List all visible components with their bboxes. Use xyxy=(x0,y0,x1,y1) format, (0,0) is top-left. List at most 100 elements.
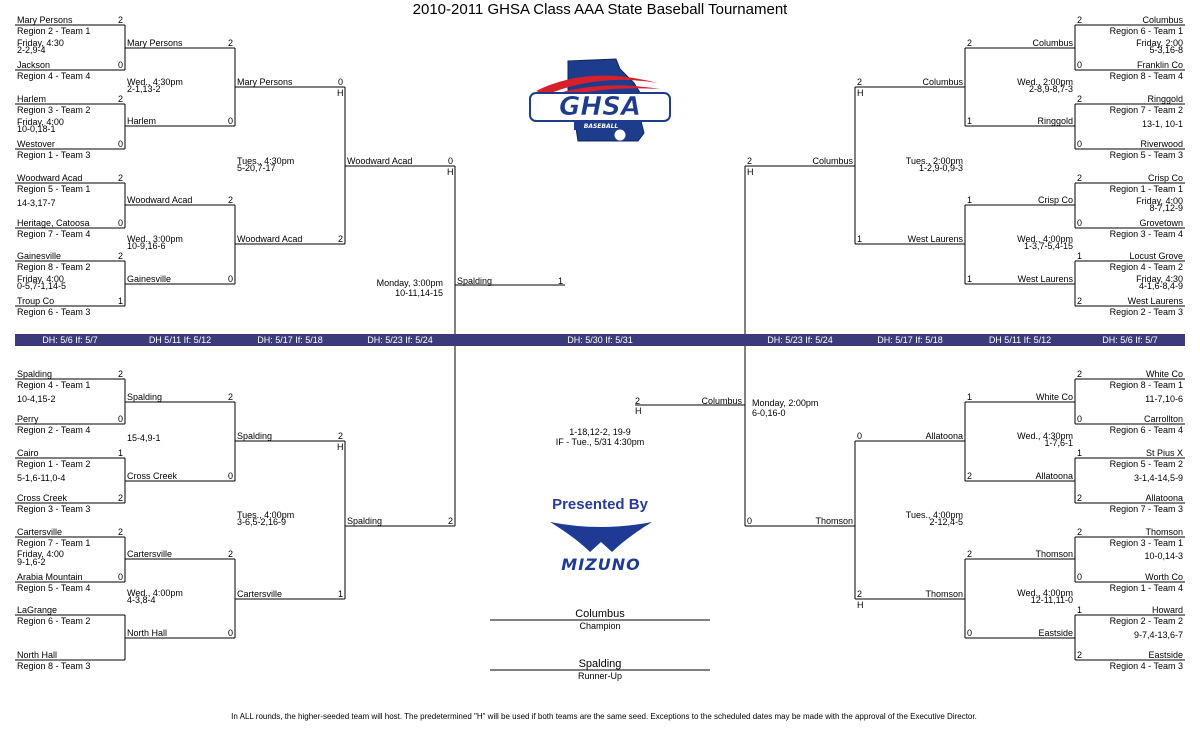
r1-team-seed: Region 5 - Team 3 xyxy=(1109,150,1183,160)
r1-team-name: Westover xyxy=(17,139,55,149)
game-info-line: Tues., 4:00pm xyxy=(237,510,295,520)
game-info-line: 1-3,7-5,4-15 xyxy=(1023,241,1073,251)
r2-team-score: 0 xyxy=(228,628,234,638)
game-info-line: Wed., 4:30pm xyxy=(1017,431,1073,441)
r1-team-name: Cross Creek xyxy=(17,493,68,503)
r2-team-name: Woodward Acad xyxy=(127,195,193,205)
r4-team-name: Columbus xyxy=(812,156,853,166)
r4-team-score: 0 xyxy=(448,156,454,166)
r1-team-score: 2 xyxy=(118,173,124,183)
game-info-line: 10-0,18-1 xyxy=(17,124,56,134)
r3-team-score: 2 xyxy=(857,77,863,87)
r1-team-score: 2 xyxy=(1077,650,1083,660)
game-info-line: Tues., 2:00pm xyxy=(905,156,963,166)
r1-team-seed: Region 2 - Team 3 xyxy=(1109,307,1183,317)
date-band-label: DH: 5/23 If: 5/24 xyxy=(367,335,433,345)
r3-team-score: 1 xyxy=(857,234,863,244)
game-info-line: 8-7,12-9 xyxy=(1149,203,1183,213)
r2-team-name: Mary Persons xyxy=(127,38,183,48)
r2-team-name: Crisp Co xyxy=(1037,195,1073,205)
r1-team-score: 2 xyxy=(118,369,124,379)
r2-team-name: North Hall xyxy=(127,628,168,638)
r1-team-name: Woodward Acad xyxy=(17,173,83,183)
r1-team-seed: Region 4 - Team 1 xyxy=(17,380,91,390)
game-info-line: Friday, 2:00 xyxy=(1136,38,1183,48)
runner-up-name: Spalding xyxy=(578,658,622,670)
game-info-line: 5-20,7-17 xyxy=(237,163,276,173)
game-info-line: Wed., 2:00pm xyxy=(1017,77,1073,87)
r2-team-score: 2 xyxy=(967,38,973,48)
r1-team-score: 1 xyxy=(118,448,124,458)
date-band xyxy=(15,334,1185,346)
host-mark: H xyxy=(447,167,454,177)
game-info-line: 5-1,6-11,0-4 xyxy=(17,473,66,483)
mizuno-logo: MIZUNO xyxy=(550,522,652,574)
r1-team-score: 2 xyxy=(118,251,124,261)
r1-team-name: Franklin Co xyxy=(1136,60,1183,70)
r1-team-name: Crisp Co xyxy=(1147,173,1183,183)
r1-team-score: 2 xyxy=(118,94,124,104)
r4-team-name: Thomson xyxy=(815,516,853,526)
r2-team-score: 2 xyxy=(967,471,973,481)
game-info-line: 1-2,9-0,9-3 xyxy=(918,163,963,173)
game-info-line: 10-9,16-6 xyxy=(127,241,166,251)
r1-team-score: 1 xyxy=(1077,605,1083,615)
r1-team-seed: Region 6 - Team 1 xyxy=(1109,26,1183,36)
mizuno-logo-text: MIZUNO xyxy=(561,555,640,574)
r1-team-name: Troup Co xyxy=(17,296,55,306)
game-info-line: Tues., 4:30pm xyxy=(237,156,295,166)
r1-team-name: Worth Co xyxy=(1145,572,1183,582)
r4-team-score: 0 xyxy=(747,516,753,526)
r2-team-score: 2 xyxy=(228,195,234,205)
r1-team-seed: Region 2 - Team 1 xyxy=(17,26,91,36)
r1-team-name: Perry xyxy=(17,414,39,424)
r2-team-name: Thomson xyxy=(1035,549,1073,559)
r1-team-seed: Region 7 - Team 3 xyxy=(1109,504,1183,514)
r1-team-name: Cartersville xyxy=(17,527,63,537)
r1-team-score: 2 xyxy=(1077,527,1083,537)
r1-team-name: Eastside xyxy=(1148,650,1183,660)
r1-team-score: 1 xyxy=(1077,251,1083,261)
r1-team-seed: Region 7 - Team 4 xyxy=(17,229,91,239)
r1-team-name: Ringgold xyxy=(1147,94,1183,104)
game-info-line: Friday, 4:00 xyxy=(17,274,64,284)
game-info-line: 14-3,17-7 xyxy=(17,198,56,208)
r1-team-name: Riverwood xyxy=(1140,139,1183,149)
r1-team-seed: Region 4 - Team 2 xyxy=(1109,262,1183,272)
final-right-host-mark: H xyxy=(635,406,642,416)
r2-team-score: 0 xyxy=(228,116,234,126)
r1-team-seed: Region 3 - Team 1 xyxy=(1109,538,1183,548)
r2-team-score: 1 xyxy=(967,392,973,402)
r1-team-name: Arabia Mountain xyxy=(17,572,83,582)
game-info-line: Wed., 4:30pm xyxy=(127,77,183,87)
r4-team-name: Woodward Acad xyxy=(347,156,413,166)
r1-team-name: Allatoona xyxy=(1145,493,1183,503)
r3-team-name: West Laurens xyxy=(907,234,963,244)
r1-team-name: Carrollton xyxy=(1143,414,1183,424)
r2-team-score: 0 xyxy=(228,274,234,284)
r1-team-score: 2 xyxy=(1077,296,1083,306)
r2-team-score: 0 xyxy=(228,471,234,481)
game-info-line: 2-2,9-4 xyxy=(17,45,46,55)
page-title: 2010-2011 GHSA Class AAA State Baseball … xyxy=(412,1,788,18)
r2-team-name: Columbus xyxy=(1032,38,1073,48)
date-band-label: DH: 5/30 If: 5/31 xyxy=(567,335,633,345)
date-band-label: DH: 5/6 If: 5/7 xyxy=(42,335,98,345)
game-info-line: 5-3,16-8 xyxy=(1149,45,1183,55)
r3-team-name: Cartersville xyxy=(237,589,283,599)
r2-team-name: Eastside xyxy=(1038,628,1073,638)
host-mark: H xyxy=(337,442,344,452)
r1-team-score: 0 xyxy=(118,218,124,228)
r1-team-seed: Region 5 - Team 1 xyxy=(17,184,91,194)
r3-team-score: 2 xyxy=(338,431,344,441)
r2-team-score: 1 xyxy=(967,195,973,205)
r3-team-name: Mary Persons xyxy=(237,77,293,87)
final-left-team: Spalding xyxy=(457,276,493,286)
r1-team-score: 1 xyxy=(1077,448,1083,458)
r2-team-name: Ringgold xyxy=(1037,116,1073,126)
r3-team-score: 1 xyxy=(338,589,344,599)
game-info-line: Friday, 4:30 xyxy=(17,38,64,48)
r1-team-name: Howard xyxy=(1151,605,1183,615)
game-info-line: 1-7,6-1 xyxy=(1044,438,1073,448)
